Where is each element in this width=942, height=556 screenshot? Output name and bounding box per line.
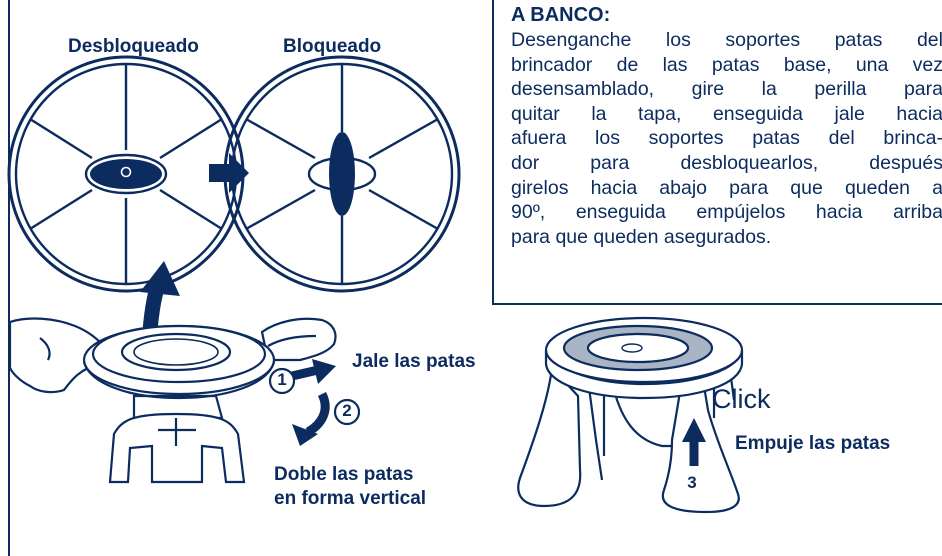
- step1-pull-label: Jale las patas: [352, 351, 476, 372]
- instructions-paragraph: Desenganche los soportes patas del brinc…: [511, 28, 942, 249]
- instruction-line: afuera los soportes patas del brinca-: [511, 127, 942, 150]
- step2-number: 2: [342, 401, 352, 420]
- step3-number: 3: [687, 473, 697, 492]
- step1-number: 1: [277, 370, 287, 389]
- step3-push-label: Empuje las patas: [735, 433, 891, 454]
- instruction-line: 90º, enseguida empújelos hacia arriba: [511, 201, 942, 224]
- fold-arrow: [292, 391, 330, 446]
- frame-divider-vertical: [492, 0, 494, 304]
- push-up-arrow: [682, 418, 706, 466]
- instruction-line: girelos hacia abajo para que queden a: [511, 176, 942, 199]
- instruction-line: para que queden asegurados.: [511, 225, 772, 248]
- unlocked-dial: [7, 55, 245, 293]
- click-label: Click: [712, 384, 771, 414]
- instruction-line: brincador de las patas base, una vez: [511, 53, 942, 76]
- pull-arrow: [290, 359, 336, 384]
- instruction-line: quitar la tapa, enseguida jale hacia: [511, 102, 942, 125]
- frame-divider-horizontal: [492, 303, 942, 305]
- instruction-line: Desenganche los soportes patas del: [511, 29, 942, 51]
- step2-fold-label-line2: en forma vertical: [274, 488, 427, 509]
- unlocked-label: Desbloqueado: [68, 36, 199, 57]
- locked-dial: [223, 55, 461, 293]
- locked-label: Bloqueado: [283, 36, 382, 57]
- stool-illustration: [517, 316, 744, 514]
- hands-lid-illustration: [8, 317, 337, 484]
- frame-left-border: [8, 0, 10, 556]
- instructions-title: A BANCO:: [511, 4, 611, 26]
- instruction-line: dor para desbloquearlos, después: [511, 151, 942, 174]
- step2-fold-label-line1: Doble las patas: [274, 464, 414, 485]
- instruction-line: desensamblado, gire la perilla para: [511, 78, 942, 101]
